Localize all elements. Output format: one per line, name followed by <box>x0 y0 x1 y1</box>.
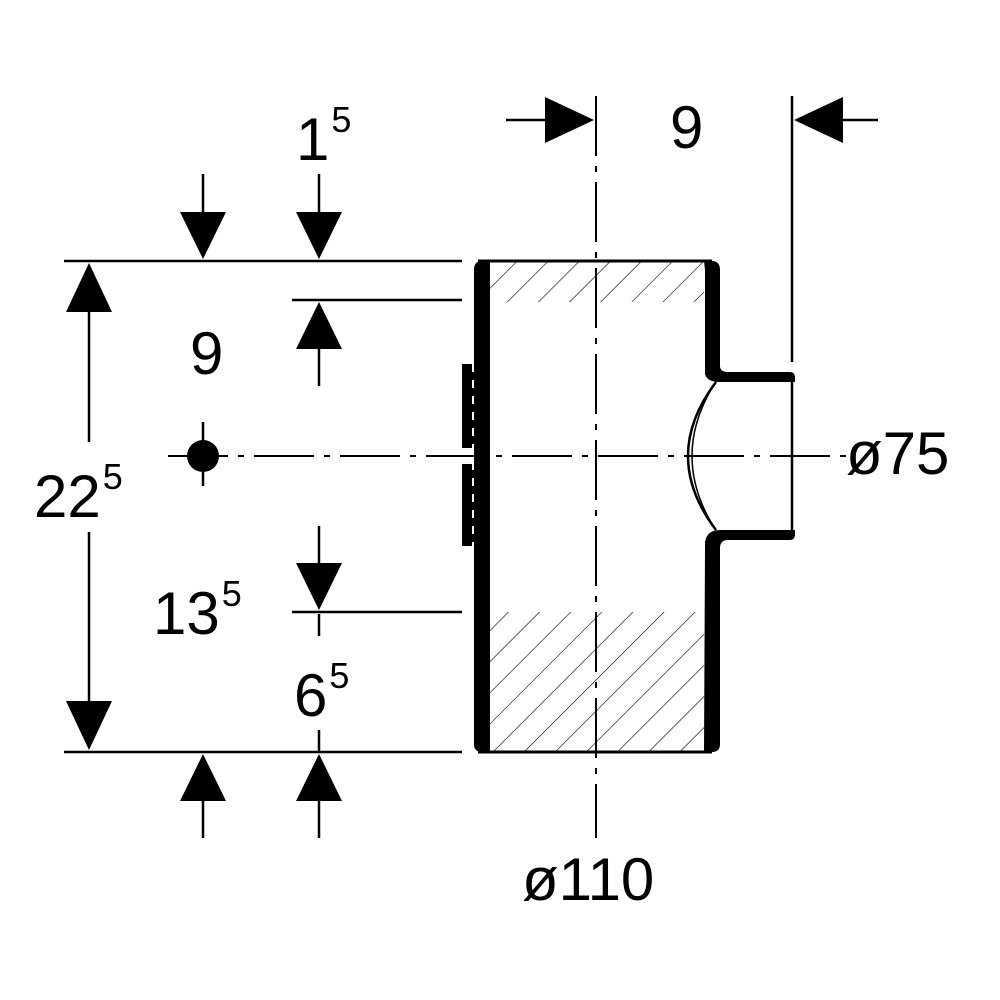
arrow-up-icon <box>66 263 112 312</box>
clamp-teeth <box>462 364 476 546</box>
label-main-diameter: ø110 <box>522 846 654 913</box>
pipe-body <box>462 259 795 754</box>
reference-point <box>187 440 219 472</box>
label-top-gap: 15 <box>296 99 351 173</box>
arrow-up-icon <box>296 754 342 801</box>
label-top-offset: 9 <box>190 320 223 387</box>
dim-lower-offset <box>296 526 342 636</box>
dim-branch-length <box>506 97 878 143</box>
arrow-down-icon <box>296 212 342 259</box>
label-lower-offset: 135 <box>153 573 242 647</box>
label-branch-diameter: ø75 <box>846 420 949 487</box>
arrow-down-icon <box>66 701 112 750</box>
arrow-up-icon <box>180 754 226 801</box>
arrow-right-icon <box>545 97 594 143</box>
arrow-up-icon <box>296 302 342 349</box>
label-overall-height: 225 <box>34 456 123 530</box>
arrow-down-icon <box>296 563 342 610</box>
arrow-down-icon <box>180 212 226 259</box>
label-branch-length: 9 <box>670 94 703 161</box>
dim-overall-height <box>66 263 112 750</box>
dim-bottom-gap <box>180 730 342 838</box>
dim-top-gap <box>180 174 342 259</box>
pipe-right-wall-lower <box>704 530 795 752</box>
dim-top-offset <box>296 302 342 386</box>
label-bottom-gap: 65 <box>294 655 349 729</box>
arrow-left-icon <box>794 97 843 143</box>
pipe-left-wall <box>474 261 490 752</box>
pipe-right-wall <box>704 261 795 382</box>
